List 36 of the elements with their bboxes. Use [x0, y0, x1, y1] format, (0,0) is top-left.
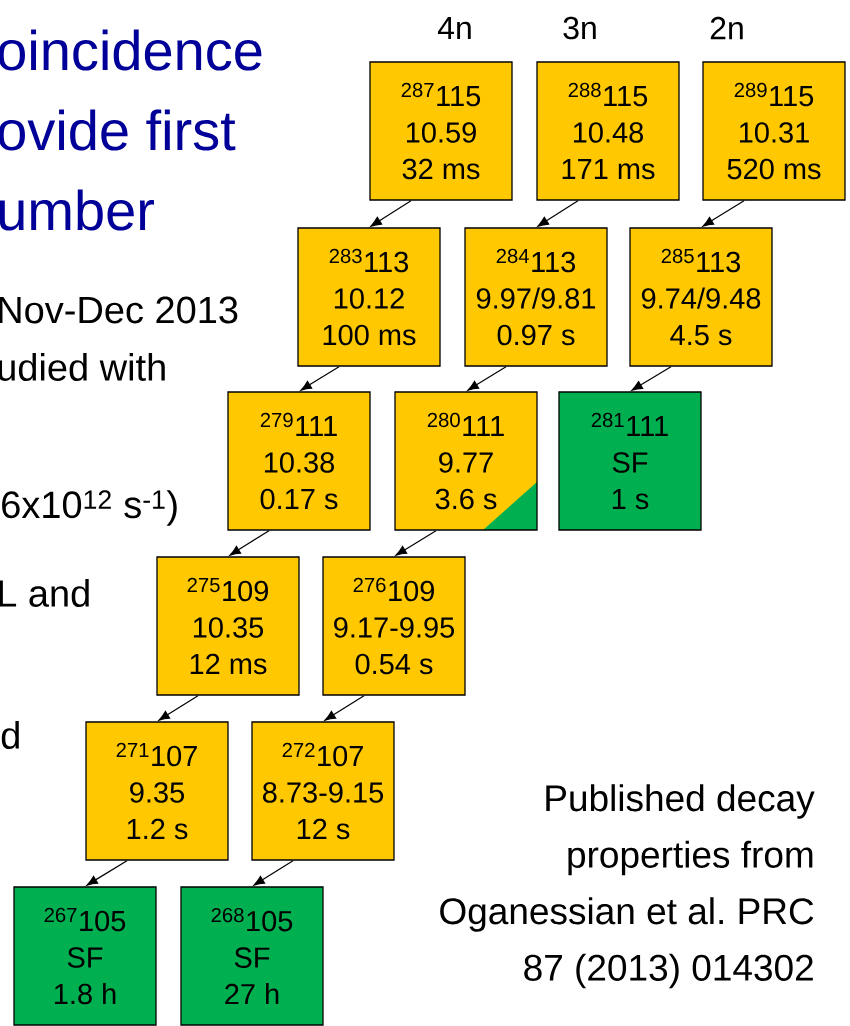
arrow: [229, 530, 270, 556]
nuclide-box: $^{287}$115 10.59 32 ms: [369, 61, 513, 201]
arrow: [158, 695, 199, 721]
nuclide-box: $^{267}$105 SF 1.8 h: [13, 886, 157, 1026]
nuclide-box: $^{272}$107 8.73-9.15 12 s: [251, 721, 395, 861]
nuclide-box: $^{268}$105 SF 27 h: [180, 886, 324, 1026]
arrow: [324, 695, 365, 721]
column-header: 2n: [710, 16, 743, 40]
nuclide-box: $^{283}$113 10.12 100 ms: [297, 227, 441, 367]
arrow: [631, 366, 672, 391]
nuclide-box: $^{289}$115 10.31 520 ms: [702, 61, 846, 201]
column-header: 3n: [563, 16, 596, 40]
arrow: [702, 200, 745, 227]
nuclide-box: $^{275}$109 10.35 12 ms: [156, 556, 300, 696]
reference-note: Published decay properties from Oganessian et al. PRC 87 (2013) 014302: [440, 784, 815, 989]
nuclide-box: $^{280}$111 9.77 3.6 s: [394, 391, 538, 531]
arrow: [253, 860, 294, 886]
nuclide-box: $^{281}$111 SF 1 s: [558, 391, 702, 531]
nuclide-box: $^{279}$111 10.38 0.17 s: [227, 391, 371, 531]
nuclide-box: $^{288}$115 10.48 171 ms: [536, 61, 680, 201]
column-header: 4n: [437, 17, 471, 39]
text-fragment: L and: [0, 579, 89, 607]
nuclide-box: $^{271}$107 9.35 1.2 s: [85, 721, 229, 861]
arrow: [467, 366, 507, 391]
heading-fragment: umber: [0, 189, 154, 231]
nuclide-box: $^{285}$113 9.74/9.48 4.5 s: [629, 227, 773, 367]
nuclide-box: $^{276}$109 9.17-9.95 0.54 s: [322, 556, 466, 696]
nuclide-box: $^{284}$113 9.97/9.81 0.97 s: [464, 227, 608, 367]
arrow: [370, 200, 412, 227]
text-fragment: Nov-Dec 2013: [0, 296, 238, 324]
arrow: [300, 366, 340, 391]
text-fragment: d: [1, 721, 19, 749]
text-fragment: 6x10$^{12}$ s$^{-1}$): [2, 490, 177, 526]
arrow: [395, 530, 437, 556]
arrow: [537, 200, 579, 227]
arrow: [86, 860, 128, 886]
